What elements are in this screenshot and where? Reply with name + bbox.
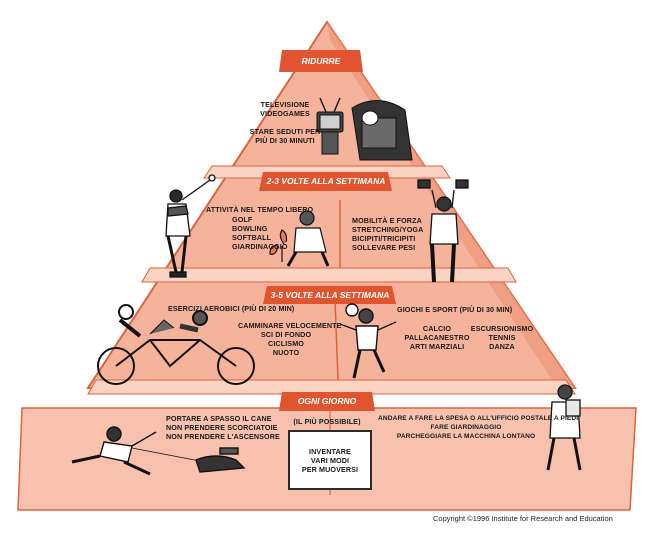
second-left-item-0: GOLF [232,215,253,224]
second-tier-left-list: GOLF BOWLING SOFTBALL GIARDINAGGIO [232,215,288,251]
banner-2-3 [259,172,392,191]
base-right-item-2: PARCHEGGIARE LA MACCHINA LONTANO [396,433,536,440]
tier-divider-3 [334,299,339,381]
tier-ledge-2 [141,267,517,283]
base-left-item-1: NON PRENDERE SCORCIATOIE [166,423,278,432]
third-left-item-0: CAMMINARE VELOCEMENTE [238,321,342,330]
second-right-item-2: BICIPITI/TRICIPITI [352,234,416,243]
third-right1-item-2: ARTI MARZIALI [409,342,465,351]
second-right-item-3: SOLLEVARE PESI [352,243,416,252]
third-left-item-1: SCI DI FONDO [260,330,312,339]
banner-base-label: OGNI GIORNO [297,396,357,406]
shopper-icon [546,384,582,471]
box-line-1: VARI MODI [310,455,350,465]
box-line-0: INVENTARE [309,446,351,456]
banner-third-label: 3-5 VOLTE ALLA SETTIMANA [270,290,390,300]
banner-top-label: RIDURRE [301,56,341,66]
banner-3-5 [263,286,396,304]
second-right-item-0: MOBILITÀ E FORZA [352,216,422,225]
banner-second-label: 2-3 VOLTE ALLA SETTIMANA [266,176,386,186]
top-item-3: PIÙ DI 30 MINUTI [255,136,315,145]
base-right-list: ANDARE A FARE LA SPESA O ALL'UFFICIO POS… [378,414,579,441]
second-right-item-1: STRETCHING/YOGA [352,225,424,234]
tandem-bike-icon [97,304,255,385]
soccer-player-icon [339,303,397,379]
third-left-item-3: NUOTO [272,348,300,357]
third-tier-left-list: CAMMINARE VELOCEMENTE SCI DI FONDO CICLI… [238,321,342,357]
top-item-0: TELEVISIONE [260,100,310,109]
second-tier-left-title: ATTIVITÀ NEL TEMPO LIBERO [206,205,314,214]
second-left-item-1: BOWLING [232,224,268,233]
third-tier-right-title: GIOCHI E SPORT (PIÙ DI 30 MIN) [397,305,513,314]
top-tier-list: TELEVISIONE VIDEOGAMES STARE SEDUTI PER … [240,100,330,145]
third-tier-right-col2: ESCURSIONISMO TENNIS DANZA [470,324,534,351]
third-tier-right-col1: CALCIO PALLACANESTRO ARTI MARZIALI [404,324,470,351]
third-left-item-2: CICLISMO [268,339,304,348]
base-left-list: PORTARE A SPASSO IL CANE NON PRENDERE SC… [166,414,280,441]
banner-ogni-giorno [279,392,375,411]
copyright-notice: Copyright ©1996 Institute for Research a… [433,514,613,523]
third-right1-item-1: PALLACANESTRO [404,333,470,342]
base-left-item-0: PORTARE A SPASSO IL CANE [166,414,272,423]
base-left-item-2: NON PRENDERE L'ASCENSORE [166,432,280,441]
third-right2-item-1: TENNIS [488,333,516,342]
base-center-box: INVENTARE VARI MODI PER MUOVERSI [288,430,372,490]
base-right-item-1: FARE GIARDINAGGIO [430,424,502,431]
tier-ledge-3 [87,379,576,395]
golfer-icon [165,174,216,278]
weightlifter-icon [417,179,469,283]
box-line-2: PER MUOVERSI [301,464,359,474]
top-item-2: STARE SEDUTI PER [249,127,321,136]
base-right-item-0: ANDARE A FARE LA SPESA O ALL'UFFICIO POS… [378,415,579,422]
top-item-1: VIDEOGAMES [260,109,310,118]
dog-walker-icon [71,426,246,476]
second-left-item-2: SOFTBALL [232,233,272,242]
tv-couch-icon [316,97,413,161]
base-subtitle: (IL PIÙ POSSIBILE) [293,417,361,426]
gardener-icon [269,210,330,267]
third-right2-item-2: DANZA [489,342,515,351]
third-tier-left-title: ESERCIZI AEROBICI (PIÙ DI 20 MIN) [168,304,295,313]
banner-ridurre [279,50,363,72]
third-right1-item-0: CALCIO [422,324,452,333]
third-right2-item-0: ESCURSIONISMO [470,324,534,333]
second-tier-right-list: MOBILITÀ E FORZA STRETCHING/YOGA BICIPIT… [352,216,423,252]
second-left-item-3: GIARDINAGGIO [232,242,288,251]
